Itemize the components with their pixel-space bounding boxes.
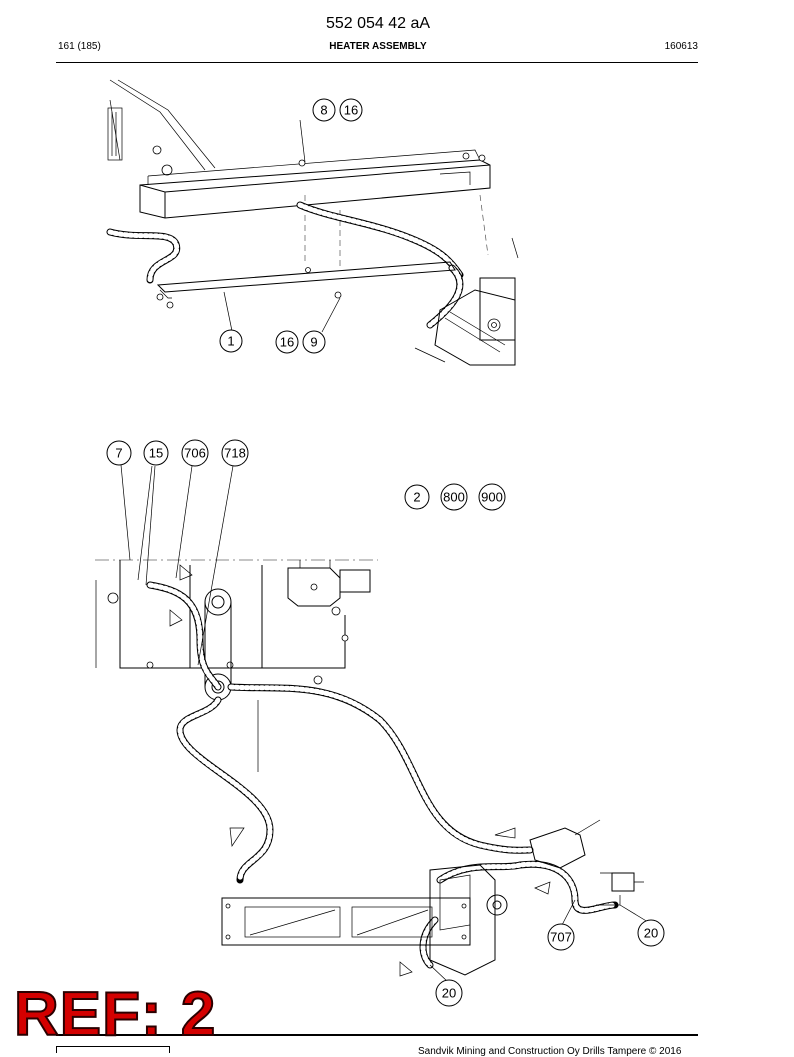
- callout-7: 7: [106, 440, 132, 466]
- svg-text:1: 1: [227, 334, 234, 349]
- callout-2: 2: [404, 484, 430, 510]
- svg-text:7: 7: [115, 446, 122, 461]
- document-code: 160613: [664, 41, 698, 52]
- svg-text:16: 16: [280, 335, 294, 350]
- page-title: HEATER ASSEMBLY: [329, 41, 427, 52]
- svg-text:15: 15: [149, 446, 163, 461]
- callout-706: 706: [181, 439, 209, 467]
- callout-718: 718: [221, 439, 249, 467]
- callout-20-right: 20: [637, 919, 665, 947]
- svg-text:706: 706: [184, 446, 206, 461]
- svg-text:2: 2: [413, 490, 420, 505]
- callout-20-bottom: 20: [435, 979, 463, 1007]
- bottom-view-drawing: 7 15 706 718 2 800 900 707 20 20: [95, 439, 665, 1007]
- page-number: 161 (185): [58, 41, 101, 52]
- svg-text:16: 16: [344, 103, 358, 118]
- sandvik-logo: [56, 1046, 170, 1053]
- svg-text:8: 8: [320, 103, 327, 118]
- callout-15: 15: [143, 440, 169, 466]
- svg-text:9: 9: [310, 335, 317, 350]
- svg-text:718: 718: [224, 446, 246, 461]
- top-view-drawing: 8 16 1 16 9: [106, 79, 519, 366]
- svg-text:800: 800: [443, 490, 465, 505]
- svg-text:707: 707: [550, 930, 572, 945]
- callout-707: 707: [547, 923, 575, 951]
- callout-16-bottom: 16: [275, 330, 299, 354]
- footer-copyright: Sandvik Mining and Construction Oy Drill…: [418, 1046, 682, 1057]
- ref-stamp: REF: 2: [13, 980, 217, 1049]
- footer-rule: [56, 1034, 698, 1036]
- callout-900: 900: [478, 483, 506, 511]
- svg-text:900: 900: [481, 490, 503, 505]
- callout-8: 8: [312, 98, 336, 122]
- callout-16-top: 16: [339, 98, 363, 122]
- svg-text:20: 20: [644, 926, 658, 941]
- document-number: 552 054 42 aA: [325, 15, 431, 32]
- header-rule: [56, 62, 698, 63]
- callout-800: 800: [440, 483, 468, 511]
- callout-9: 9: [302, 330, 326, 354]
- callout-1: 1: [219, 329, 243, 353]
- svg-text:20: 20: [442, 986, 456, 1001]
